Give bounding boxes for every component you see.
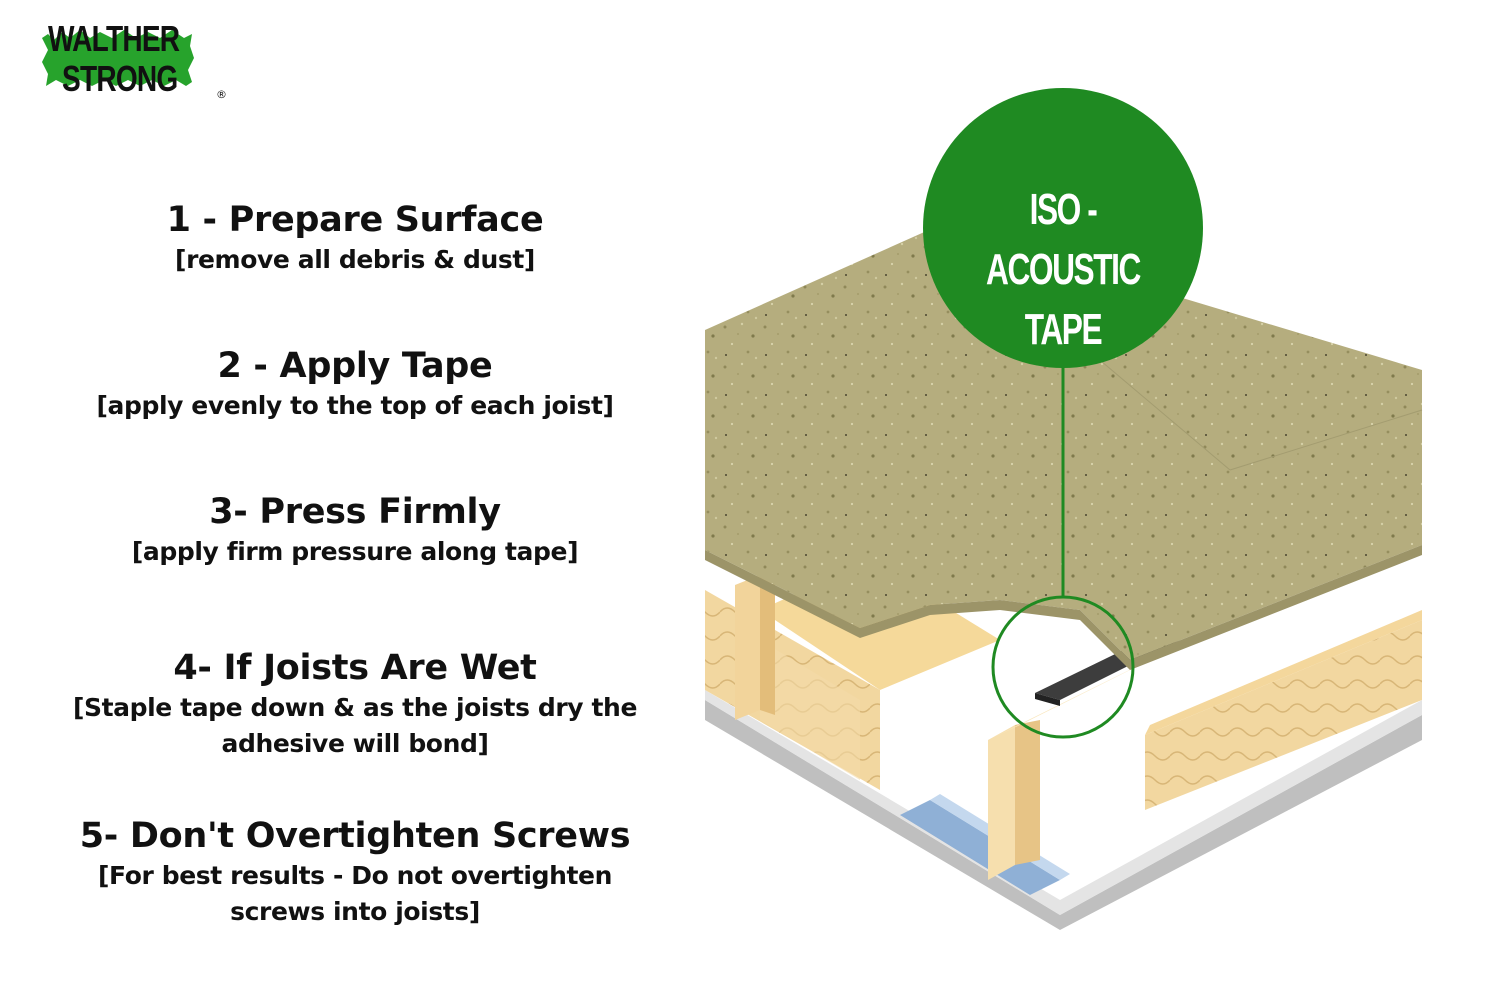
logo-line-1: WALTHER	[48, 18, 180, 59]
step-3-title: 3- Press Firmly	[209, 492, 501, 532]
step-4: 4- If Joists Are Wet [Staple tape down &…	[40, 646, 670, 762]
step-3-desc: [apply firm pressure along tape]	[131, 537, 579, 566]
step-4-desc: [Staple tape down & as the joists dry th…	[72, 693, 638, 722]
brand-logo: WALTHER STRONG ®	[40, 16, 227, 106]
step-1-title: 1 - Prepare Surface	[166, 200, 544, 240]
step-1-desc: [remove all debris & dust]	[175, 245, 535, 274]
step-4-desc-2: adhesive will bond]	[221, 729, 489, 758]
step-5-desc: [For best results - Do not overtighten	[98, 861, 612, 890]
step-2-title: 2 - Apply Tape	[217, 346, 493, 386]
step-5: 5- Don't Overtighten Screws [For best re…	[40, 814, 670, 930]
badge-line-1: ISO - ACOUSTIC	[986, 185, 1141, 294]
step-4-title: 4- If Joists Are Wet	[173, 648, 537, 688]
badge-label: ISO - ACOUSTIC TAPE	[964, 180, 1163, 360]
step-2: 2 - Apply Tape [apply evenly to the top …	[40, 344, 670, 424]
registered-mark: ®	[216, 88, 227, 101]
step-1: 1 - Prepare Surface [remove all debris &…	[40, 198, 670, 278]
step-5-desc-2: screws into joists]	[230, 897, 480, 926]
logo-line-2: STRONG	[62, 58, 178, 99]
step-3: 3- Press Firmly [apply firm pressure alo…	[40, 490, 670, 570]
badge-line-2: TAPE	[1024, 305, 1103, 354]
step-2-desc: [apply evenly to the top of each joist]	[96, 391, 614, 420]
badge-circle	[923, 88, 1203, 368]
logo-green-tape-icon	[42, 30, 194, 86]
step-5-title: 5- Don't Overtighten Screws	[79, 816, 631, 856]
floor-cutaway-illustration	[705, 88, 1423, 930]
